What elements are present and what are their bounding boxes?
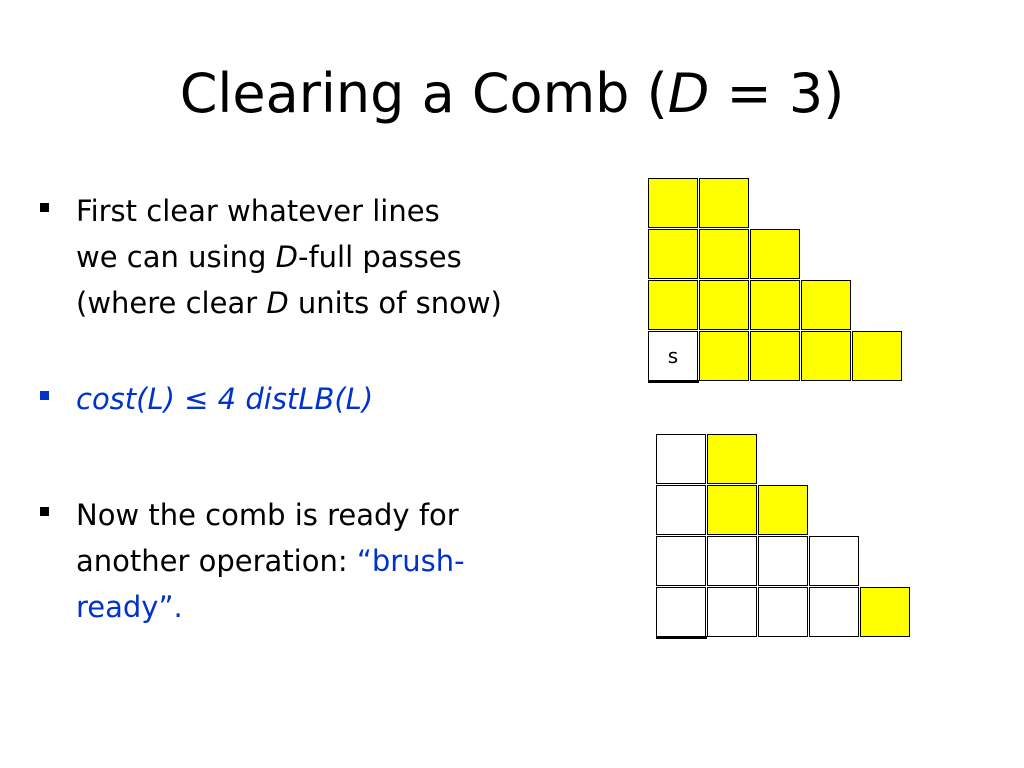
snow-cell (801, 280, 851, 330)
title-prefix: Clearing a Comb ( (179, 62, 668, 125)
snow-cell (699, 331, 749, 381)
bullet-line: ready”. (76, 584, 465, 630)
italic-text: D (266, 286, 289, 320)
bullet-text: First clear whatever lines we can using D… (76, 188, 502, 326)
italic-text: cost(L) ≤ 4 distLB(L) (76, 382, 374, 416)
text-run: another operation: (76, 544, 357, 578)
snow-cell (648, 178, 698, 228)
text-run: units of snow) (288, 286, 502, 320)
clear-cell (707, 536, 757, 586)
text-run: First clear whatever lines (76, 194, 440, 228)
bullet-marker (40, 391, 49, 400)
snow-cell (699, 178, 749, 228)
clear-cell (656, 434, 706, 484)
slide-title: Clearing a Comb (D = 3) (0, 58, 1024, 130)
bullet-line: First clear whatever lines (76, 188, 502, 234)
snow-cell (758, 485, 808, 535)
clear-cell (809, 587, 859, 637)
clear-cell (656, 485, 706, 535)
snow-cell (699, 229, 749, 279)
text-run: “brush- (356, 544, 465, 578)
snow-cell (750, 280, 800, 330)
bullet-text: cost(L) ≤ 4 distLB(L) (76, 376, 373, 422)
text-run: we can using (76, 240, 276, 274)
italic-text: D (275, 240, 298, 274)
start-label: s (667, 344, 679, 368)
clear-cell (809, 536, 859, 586)
clear-cell (707, 587, 757, 637)
bullet-marker (40, 507, 49, 516)
snow-cell (750, 229, 800, 279)
snow-cell (699, 280, 749, 330)
clear-cell (656, 587, 706, 637)
bullet-marker (40, 203, 49, 212)
snow-cell (648, 280, 698, 330)
text-run: -full passes (298, 240, 462, 274)
text-run: (where clear (76, 286, 267, 320)
snow-cell (648, 229, 698, 279)
start-baseline (656, 636, 707, 639)
start-baseline (648, 380, 699, 383)
snow-cell (707, 485, 757, 535)
snow-cell (707, 434, 757, 484)
bullet-line: we can using D-full passes (76, 234, 502, 280)
bullet-text: Now the comb is ready for another operati… (76, 492, 465, 630)
snow-cell (750, 331, 800, 381)
bullet-line: (where clear D units of snow) (76, 280, 502, 326)
clear-cell (656, 536, 706, 586)
snow-cell (852, 331, 902, 381)
title-suffix: = 3) (709, 62, 845, 125)
text-run: ready”. (76, 590, 183, 624)
clear-cell (758, 536, 808, 586)
clear-cell: s (648, 331, 698, 381)
clear-cell (758, 587, 808, 637)
bullet-line: another operation: “brush- (76, 538, 465, 584)
bullet-line: Now the comb is ready for (76, 492, 465, 538)
snow-cell (860, 587, 910, 637)
snow-cell (801, 331, 851, 381)
bullet-line: cost(L) ≤ 4 distLB(L) (76, 376, 373, 422)
title-variable: D (667, 62, 710, 125)
text-run: Now the comb is ready for (76, 498, 459, 532)
